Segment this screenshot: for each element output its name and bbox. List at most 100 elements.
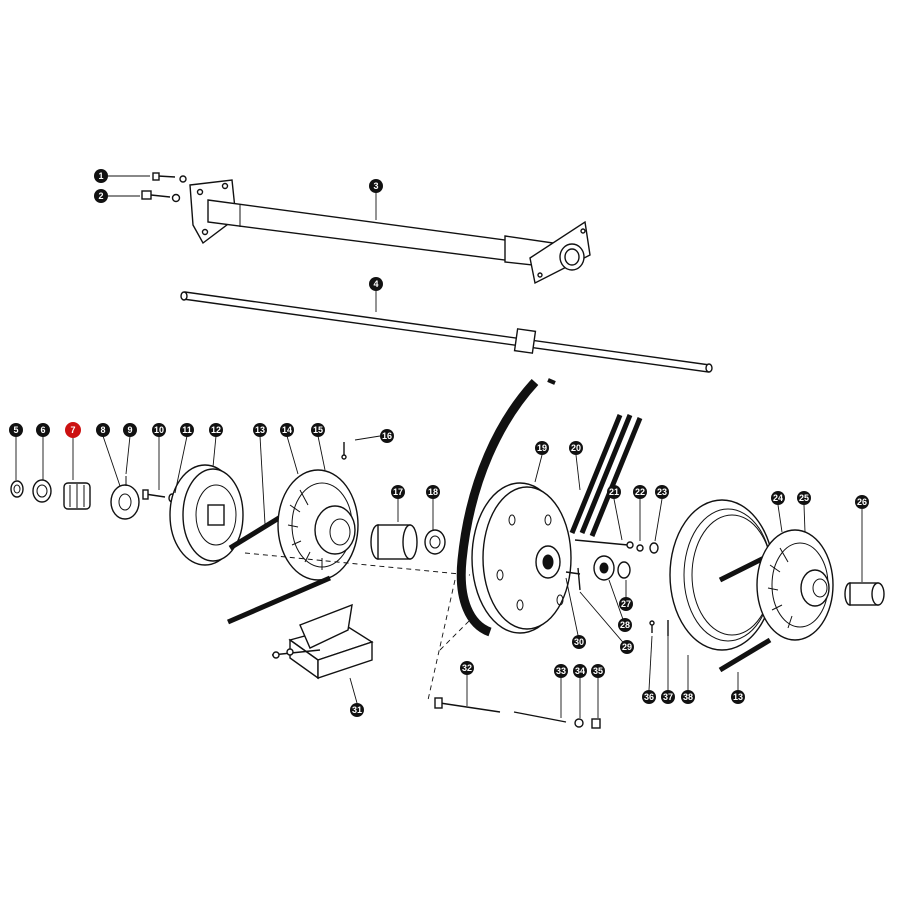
callout-7-highlighted: 7 (65, 422, 81, 438)
callout-16: 16 (380, 429, 394, 443)
callout-30: 30 (572, 635, 586, 649)
callout-circle (350, 703, 364, 717)
callout-number: 31 (352, 705, 362, 715)
callout-number: 29 (622, 642, 632, 652)
callout-number: 38 (683, 692, 693, 702)
callout-14: 14 (280, 423, 294, 437)
callout-number: 32 (462, 663, 472, 673)
pin-16 (341, 442, 347, 460)
spoked-hub-25 (756, 529, 834, 641)
bushings (370, 524, 446, 560)
callout-17: 17 (391, 485, 405, 499)
callout-circle (9, 423, 23, 437)
callout-1: 1 (94, 169, 108, 183)
callout-circle (591, 664, 605, 678)
callout-34: 34 (573, 664, 587, 678)
callout-38: 38 (681, 690, 695, 704)
callout-circle (655, 485, 669, 499)
callout-20: 20 (569, 441, 583, 455)
callout-number: 22 (635, 487, 645, 497)
callout-number: 27 (621, 599, 631, 609)
callout-number: 6 (40, 425, 45, 435)
callout-circle (633, 485, 647, 499)
small-hardware-top (141, 172, 187, 203)
callout-32: 32 (460, 661, 474, 675)
callout-3: 3 (369, 179, 383, 193)
callout-13-right: 13 (731, 690, 745, 704)
callout-circle (209, 423, 223, 437)
callout-number: 16 (382, 431, 392, 441)
callout-13: 13 (253, 423, 267, 437)
callout-36: 36 (642, 690, 656, 704)
pulley-12 (169, 464, 302, 566)
box-31 (271, 603, 374, 680)
callout-circle (152, 423, 166, 437)
left-small-parts (10, 476, 176, 520)
callout-33: 33 (554, 664, 568, 678)
callout-number: 13 (255, 425, 265, 435)
callout-circle (797, 491, 811, 505)
callout-number: 14 (282, 425, 292, 435)
callout-27: 27 (619, 597, 633, 611)
callout-29: 29 (620, 640, 634, 654)
callout-number: 33 (556, 666, 566, 676)
callout-number: 15 (313, 425, 323, 435)
callout-circle (94, 169, 108, 183)
callout-circle (607, 485, 621, 499)
callout-number: 12 (211, 425, 221, 435)
callout-number: 25 (799, 493, 809, 503)
callout-number: 19 (537, 443, 547, 453)
callout-circle (253, 423, 267, 437)
callout-circle (280, 423, 294, 437)
callout-circle (36, 423, 50, 437)
callout-number: 21 (609, 487, 619, 497)
callout-2: 2 (94, 189, 108, 203)
callout-circle (460, 661, 474, 675)
callout-24: 24 (771, 491, 785, 505)
callout-11: 11 (180, 423, 194, 437)
callout-number: 9 (127, 425, 132, 435)
callout-number: 13 (733, 692, 743, 702)
callout-26: 26 (855, 495, 869, 509)
callout-circle (620, 640, 634, 654)
callout-number: 11 (182, 425, 192, 435)
callout-number: 34 (575, 666, 585, 676)
callout-19: 19 (535, 441, 549, 455)
callout-number: 8 (100, 425, 105, 435)
callout-10: 10 (152, 423, 166, 437)
callout-6: 6 (36, 423, 50, 437)
callout-number: 26 (857, 497, 867, 507)
callout-circle (731, 690, 745, 704)
callout-circle-highlight (65, 422, 81, 438)
callout-number: 28 (620, 620, 630, 630)
callout-37: 37 (661, 690, 675, 704)
callout-22: 22 (633, 485, 647, 499)
callout-number: 1 (98, 171, 103, 181)
callout-number: 3 (373, 181, 378, 191)
callout-number: 20 (571, 443, 581, 453)
callout-number: 35 (593, 666, 603, 676)
callout-number: 24 (773, 493, 783, 503)
callout-number: 10 (154, 425, 164, 435)
callout-circle (572, 635, 586, 649)
callout-circle (369, 277, 383, 291)
callout-23: 23 (655, 485, 669, 499)
callout-number: 4 (373, 279, 378, 289)
callout-circle (554, 664, 568, 678)
callout-number: 30 (574, 637, 584, 647)
callout-9: 9 (123, 423, 137, 437)
callout-4: 4 (369, 277, 383, 291)
callout-circle (96, 423, 110, 437)
belt-pulley-19 (456, 378, 643, 637)
callout-circle (569, 441, 583, 455)
callout-number: 17 (393, 487, 403, 497)
callout-number: 36 (644, 692, 654, 702)
callout-5: 5 (9, 423, 23, 437)
callout-circle (180, 423, 194, 437)
callout-circle (535, 441, 549, 455)
callout-circle (642, 690, 656, 704)
callout-circle (661, 690, 675, 704)
tube-assembly (189, 179, 591, 285)
bottom-hardware (434, 620, 669, 729)
